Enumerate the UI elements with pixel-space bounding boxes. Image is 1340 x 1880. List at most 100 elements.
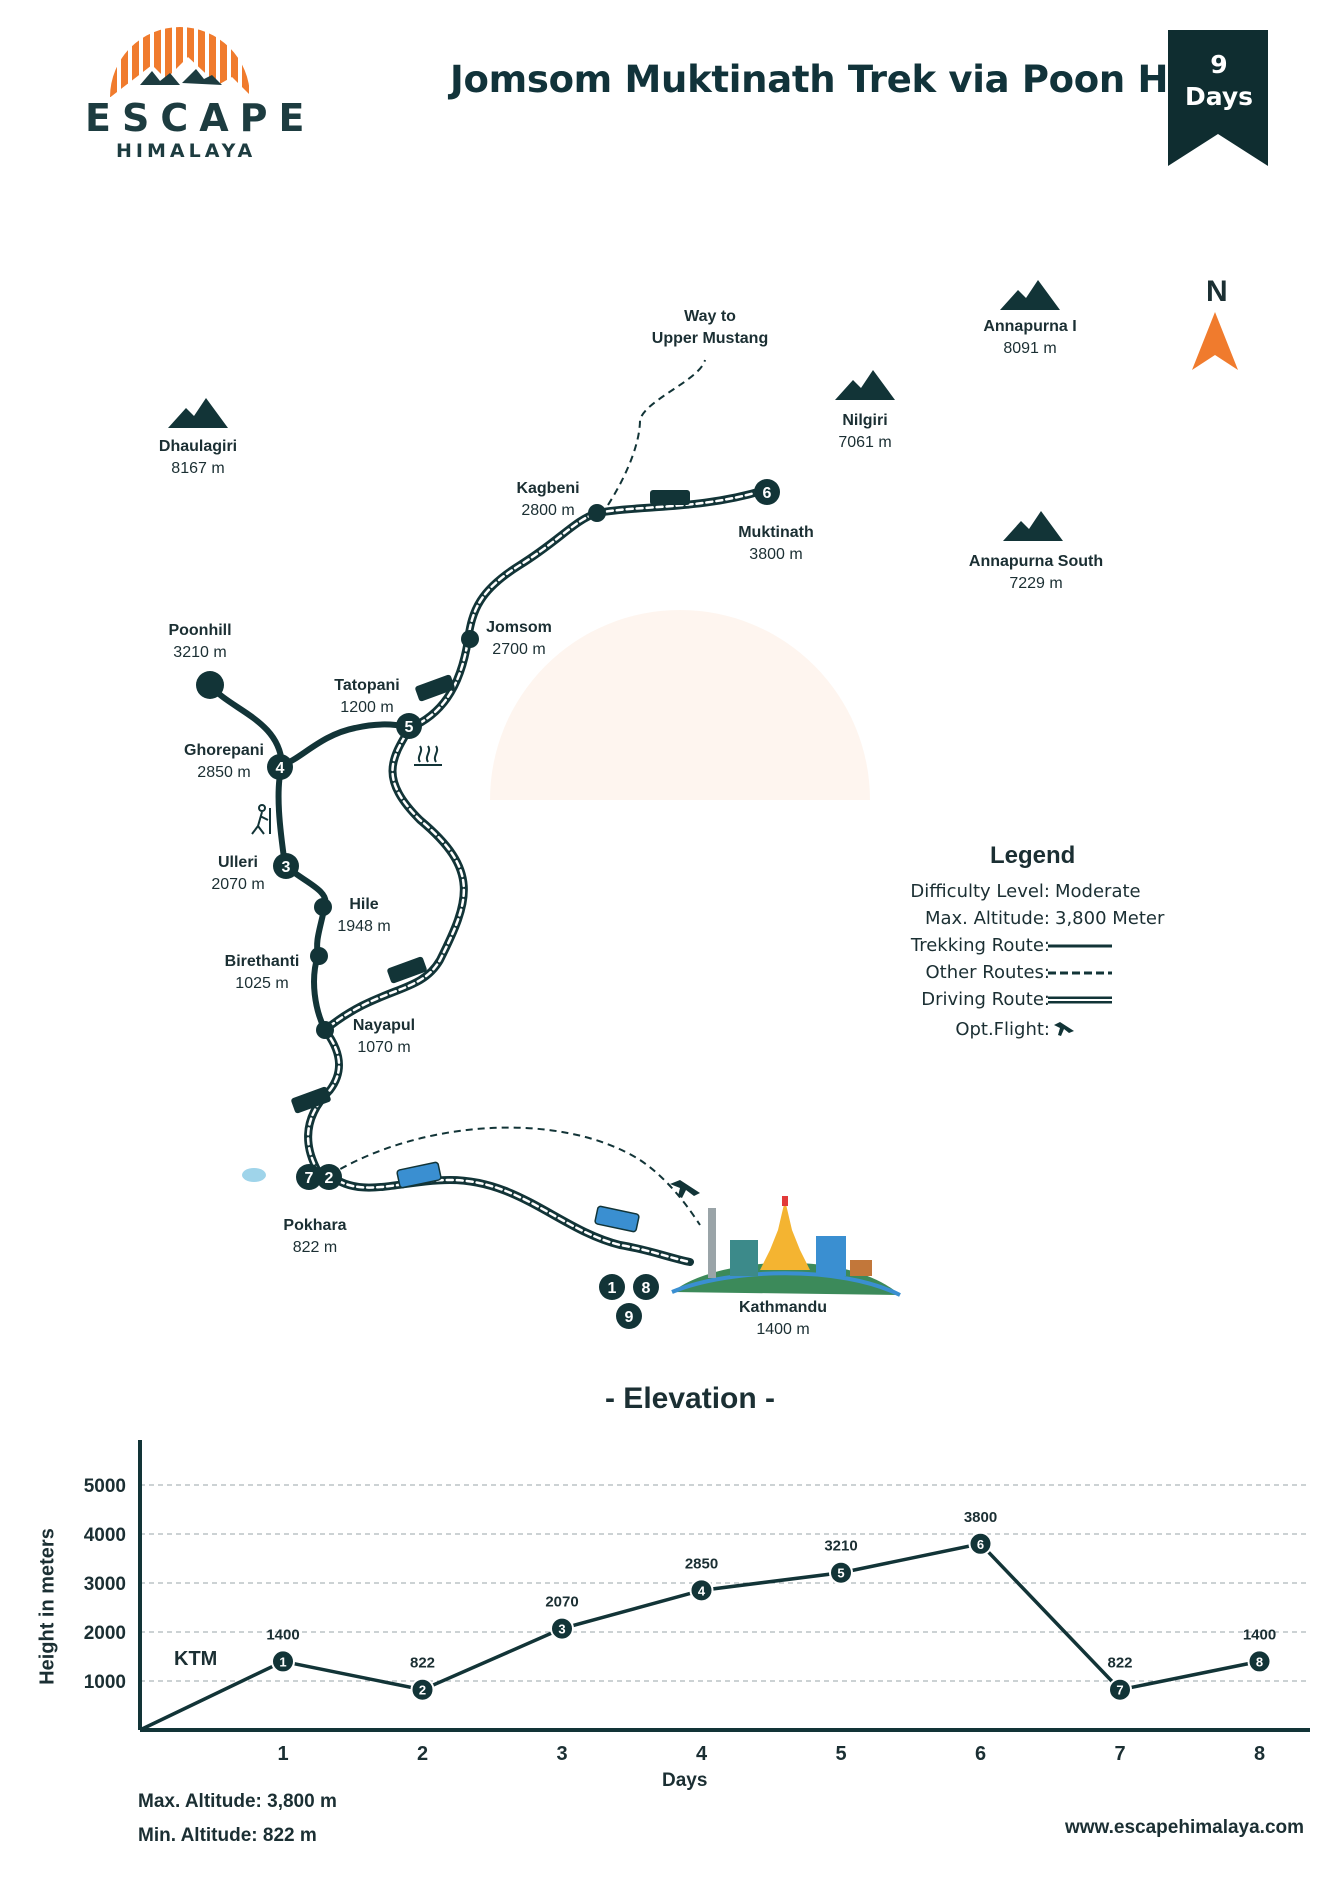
y-tick-label: 1000 (84, 1672, 126, 1693)
flight-symbol-icon (1054, 1022, 1074, 1036)
x-tick-label: 4 (696, 1743, 708, 1765)
duration-unit: Days (1184, 82, 1254, 111)
data-label: 3800 (964, 1509, 997, 1526)
brand-subtitle: HIMALAYA (116, 140, 257, 162)
data-point (1247, 1649, 1272, 1674)
day-marker-7: 7 (305, 1170, 314, 1187)
data-point-number: 3 (558, 1622, 565, 1637)
website-link[interactable]: www.escapehimalaya.com (1065, 1817, 1305, 1838)
max-altitude-text: Max. Altitude: 3,800 m (138, 1791, 337, 1812)
way-to-label: Way to Upper Mustang (651, 308, 769, 347)
data-label: 822 (1107, 1655, 1132, 1672)
data-label: 822 (410, 1655, 435, 1672)
data-label: 1400 (266, 1626, 299, 1643)
legend-symbols (1048, 944, 1112, 1036)
data-point-number: 2 (419, 1683, 426, 1698)
elevation-title: - Elevation - (604, 1382, 776, 1415)
data-point-number: 7 (1116, 1683, 1123, 1698)
x-tick-label: 3 (556, 1743, 567, 1765)
data-point (410, 1677, 435, 1702)
lake-icon (242, 1168, 266, 1182)
x-tick-label: 7 (1114, 1743, 1125, 1765)
data-point (968, 1531, 993, 1556)
jeep-icon (291, 490, 690, 1114)
data-point-number: 8 (1256, 1654, 1263, 1669)
north-arrow-icon (1192, 312, 1238, 370)
data-label: 2070 (545, 1594, 578, 1611)
x-tick-label: 8 (1254, 1743, 1265, 1765)
watermark (490, 610, 870, 800)
data-point (1108, 1677, 1132, 1702)
x-tick-label: 2 (417, 1743, 428, 1765)
data-point-number: 6 (977, 1537, 984, 1552)
y-tick-label: 5000 (84, 1476, 126, 1497)
data-label: 3210 (824, 1538, 857, 1555)
flight-route (329, 1126, 701, 1226)
legend-key: Other Routes: (925, 962, 1050, 983)
brand-name: ESCAPE (85, 96, 316, 140)
legend-value: 3,800 Meter (1055, 908, 1165, 929)
day-marker-5: 5 (405, 719, 414, 736)
legend-value: Moderate (1055, 881, 1141, 902)
x-tick-label: 5 (835, 1743, 846, 1765)
y-tick-label: 2000 (84, 1623, 126, 1644)
hiker-icon (251, 804, 271, 835)
bus-icon (396, 1161, 640, 1233)
stop-dots (196, 504, 606, 1039)
data-point (829, 1560, 853, 1585)
legend-key: Opt.Flight: (955, 1019, 1050, 1040)
y-tick-label: 3000 (84, 1574, 126, 1595)
data-point (550, 1616, 574, 1641)
day-marker-2: 2 (325, 1170, 334, 1187)
day-marker-8: 8 (642, 1280, 651, 1297)
legend-key: Driving Route: (921, 989, 1050, 1010)
kathmandu-illustration (671, 1196, 901, 1297)
duration-ribbon (1168, 30, 1268, 166)
start-label: KTM (174, 1648, 218, 1670)
x-axis-label: Days (662, 1770, 708, 1791)
x-tick-label: 6 (975, 1743, 986, 1765)
data-point (689, 1578, 714, 1603)
data-point-number: 4 (698, 1583, 706, 1598)
page-title: Jomsom Muktinath Trek via Poon Hill (450, 58, 1206, 101)
legend-key: Difficulty Level: (910, 881, 1050, 902)
duration-number: 9 (1210, 50, 1228, 79)
driving-route (304, 486, 769, 1266)
day-marker-6: 6 (763, 485, 772, 502)
day-marker-1: 1 (608, 1280, 617, 1297)
route-map (168, 280, 1238, 1297)
data-point-number: 1 (279, 1654, 286, 1669)
x-tick-label: 1 (277, 1743, 288, 1765)
data-point (271, 1649, 295, 1674)
min-altitude-text: Min. Altitude: 822 m (138, 1825, 317, 1846)
day-marker-9: 9 (625, 1309, 634, 1326)
day-marker-3: 3 (282, 859, 291, 876)
legend-key: Trekking Route: (910, 935, 1050, 956)
legend-key: Max. Altitude: (924, 908, 1050, 929)
brand-logo (108, 27, 254, 99)
data-label: 1400 (1243, 1626, 1276, 1643)
other-route (607, 359, 706, 506)
legend-title: Legend (990, 842, 1076, 869)
hot-spring-icon (414, 745, 442, 766)
data-point-number: 5 (837, 1566, 844, 1581)
airplane-icon (670, 1180, 700, 1198)
north-label: N (1206, 275, 1228, 308)
